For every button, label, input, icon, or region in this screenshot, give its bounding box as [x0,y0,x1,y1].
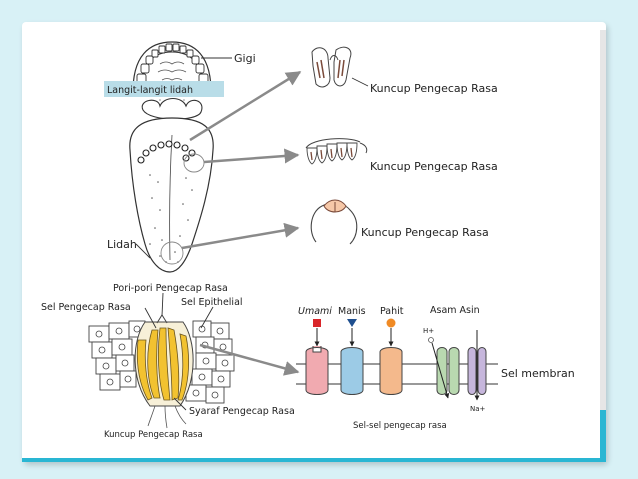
label-langit: Langit-langit lidah [107,85,193,96]
taste-bud-icon-3 [310,199,358,245]
pahit-marker-icon [386,318,396,328]
label-langit-bg [104,81,224,97]
label-kuncup-2: Kuncup Pengecap Rasa [370,160,498,173]
label-asam-asin: Asam Asin [430,305,480,316]
label-na-plus: Na+ [470,405,486,413]
label-kuncup-3: Kuncup Pengecap Rasa [361,226,489,239]
label-h-plus: H+ [423,327,434,335]
asin-channel [467,347,487,395]
label-kuncup-caption: Kuncup Pengecap Rasa [104,430,203,440]
taste-bud-icon-1 [311,46,369,88]
tongue-illustration: Lidah [107,97,214,273]
label-pori: Pori-pori Pengecap Rasa [113,283,228,294]
arrow-to-membrane [199,343,300,376]
label-sel-caption: Sel-sel pengecap rasa [353,421,447,431]
taste-bud-cross-section [88,292,235,429]
arrow-to-bud-1 [189,70,302,142]
label-sel-pengecap: Sel Pengecap Rasa [41,302,131,313]
label-umami: Umami [298,306,332,317]
asam-channel [436,347,460,395]
arrow-to-bud-2 [203,148,300,164]
accent-bar [600,410,606,460]
label-sel-epithelial: Sel Epithelial [181,297,243,308]
label-sel-membran: Sel membran [501,367,575,380]
slide-edge [600,30,606,462]
label-pahit: Pahit [380,306,404,317]
pahit-receptor [379,347,403,395]
label-manis: Manis [338,306,366,317]
arrow-to-bud-3 [181,222,300,250]
label-syaraf: Syaraf Pengecap Rasa [189,406,295,417]
mouth-illustration: Gigi Langit-langit lidah [104,41,256,103]
label-gigi: Gigi [234,52,256,65]
label-kuncup-1: Kuncup Pengecap Rasa [370,82,498,95]
label-lidah: Lidah [107,238,137,251]
manis-marker-icon [347,319,357,327]
manis-receptor [340,347,364,395]
umami-receptor [305,346,329,395]
taste-bud-icon-2 [305,138,368,165]
bottom-bar [22,458,606,462]
umami-marker-icon [313,319,321,327]
